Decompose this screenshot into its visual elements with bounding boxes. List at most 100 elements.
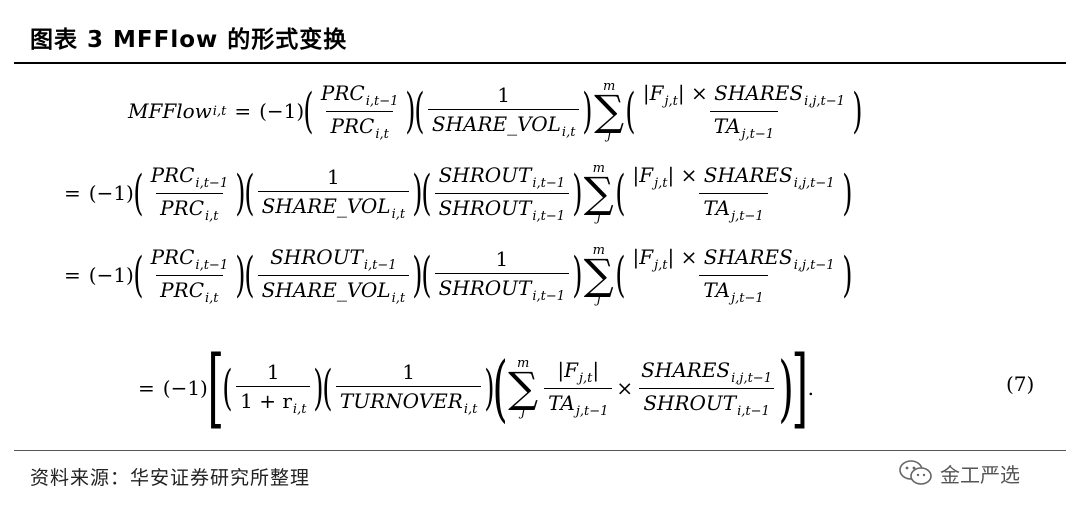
right-paren: ) bbox=[405, 83, 416, 139]
sum-upper: m bbox=[516, 356, 530, 372]
prc-sub: i,t bbox=[205, 290, 219, 306]
equation-line-4: = (−1) [ ( 1 1 + ri,t ) ( 1 TURNOVERi,t … bbox=[130, 345, 814, 431]
bottom-rule bbox=[14, 450, 1066, 451]
one: 1 bbox=[266, 359, 280, 384]
equation-line-2: = (−1) ( PRCi,t−1 PRCi,t ) ( 1 SHARE_VOL… bbox=[56, 150, 853, 236]
fraction-prc: PRCi,t−1 PRCi,t bbox=[147, 163, 233, 224]
sum-lower: j bbox=[596, 291, 601, 307]
left-paren: ( bbox=[244, 165, 255, 221]
right-paren: ) bbox=[484, 360, 495, 416]
fraction-shrout-ratio: SHROUTi,t−1 SHROUTi,t−1 bbox=[434, 163, 570, 224]
sum-lower: j bbox=[521, 404, 526, 420]
one: 1 bbox=[402, 359, 415, 384]
summation: m ∑ j bbox=[584, 162, 614, 224]
ta-symbol: TA bbox=[703, 277, 731, 302]
prc-sub: i,t bbox=[375, 126, 389, 142]
equals-sign: = bbox=[64, 181, 81, 205]
right-paren: ) bbox=[235, 247, 246, 303]
right-paren: ) bbox=[841, 165, 853, 221]
shares-symbol: SHARES bbox=[641, 357, 731, 382]
abs-f: |F bbox=[632, 162, 654, 187]
share-vol-symbol: SHARE_VOL bbox=[431, 111, 561, 136]
equals-sign: = bbox=[138, 376, 155, 400]
abs-close: | bbox=[677, 80, 685, 105]
times-sign: × bbox=[680, 244, 698, 269]
left-paren: ( bbox=[244, 247, 255, 303]
sum-upper: m bbox=[592, 243, 605, 259]
watermark: 金工严选 bbox=[898, 458, 1020, 488]
shrout-symbol: SHROUT bbox=[643, 390, 737, 415]
shrout-symbol: SHROUT bbox=[270, 244, 363, 269]
ta-sub: j,t−1 bbox=[731, 208, 764, 224]
sum-lower: j bbox=[596, 209, 601, 225]
sigma-symbol: ∑ bbox=[594, 86, 625, 136]
fraction-inv-shrout: 1 SHROUTi,t−1 bbox=[434, 246, 570, 304]
fraction-prc: PRCi,t−1 PRCi,t bbox=[317, 81, 403, 142]
equation-line-3: = (−1) ( PRCi,t−1 PRCi,t ) ( SHROUTi,t−1… bbox=[56, 232, 853, 318]
turnover-symbol: TURNOVER bbox=[339, 388, 463, 413]
right-paren: ) bbox=[852, 83, 863, 139]
prc-sub-lag: i,t−1 bbox=[365, 93, 399, 109]
fraction-inv-return: 1 1 + ri,t bbox=[236, 359, 311, 417]
source-note: 资料来源：华安证券研究所整理 bbox=[30, 467, 311, 489]
shrout-sub: i,t−1 bbox=[532, 208, 566, 224]
one: 1 bbox=[495, 246, 509, 271]
lhs-subscript: i,t bbox=[212, 103, 227, 119]
summation: m ∑ j bbox=[584, 244, 614, 306]
abs-close: | bbox=[667, 162, 675, 187]
shrout-sub: i,t−1 bbox=[532, 288, 566, 304]
f-sub: j,t bbox=[664, 93, 678, 109]
sigma-symbol: ∑ bbox=[583, 168, 614, 218]
shares-symbol: SHARES bbox=[714, 80, 804, 105]
left-paren: ( bbox=[614, 165, 626, 221]
left-paren: ( bbox=[133, 247, 144, 303]
equation-number: (7) bbox=[1006, 372, 1035, 396]
period: . bbox=[807, 376, 814, 400]
fraction-holdings: |Fj,t| × SHARESi,j,t−1 TAj,t−1 bbox=[629, 163, 839, 224]
summation: m ∑ j bbox=[594, 80, 624, 142]
share-vol-symbol: SHARE_VOL bbox=[261, 193, 391, 218]
fraction-share-vol: 1 SHARE_VOLi,t bbox=[257, 165, 410, 222]
watermark-text: 金工严选 bbox=[940, 462, 1020, 487]
left-paren: ( bbox=[133, 165, 144, 221]
right-bracket: ] bbox=[791, 338, 809, 438]
ta-symbol: TA bbox=[713, 113, 741, 138]
fraction-prc: PRCi,t−1 PRCi,t bbox=[147, 245, 233, 306]
sigma-symbol: ∑ bbox=[583, 250, 614, 300]
left-bracket: [ bbox=[207, 338, 225, 438]
left-big-paren: ( bbox=[492, 346, 508, 430]
prc-sub-lag: i,t−1 bbox=[195, 257, 229, 273]
fraction-holdings: |Fj,t| × SHARESi,j,t−1 TAj,t−1 bbox=[639, 81, 849, 142]
r-sub: i,t bbox=[292, 401, 307, 417]
right-paren: ) bbox=[412, 247, 423, 303]
abs-f: |F bbox=[642, 80, 664, 105]
left-paren: ( bbox=[303, 83, 314, 139]
right-paren: ) bbox=[313, 360, 324, 416]
top-rule bbox=[14, 62, 1066, 64]
shrout-sub: i,t−1 bbox=[532, 175, 566, 191]
prc-symbol: PRC bbox=[150, 162, 195, 187]
fraction-holdings: |Fj,t| × SHARESi,j,t−1 TAj,t−1 bbox=[629, 245, 839, 306]
ta-sub: j,t−1 bbox=[731, 290, 764, 306]
ta-sub: j,t−1 bbox=[575, 403, 609, 419]
ta-sub: j,t−1 bbox=[741, 126, 775, 142]
abs-f: |F bbox=[557, 357, 579, 382]
fraction-shares-over-shrout: SHARESi,j,t−1 SHROUTi,t−1 bbox=[637, 358, 776, 419]
left-paren: ( bbox=[322, 360, 333, 416]
sum-upper: m bbox=[602, 79, 616, 95]
left-paren: ( bbox=[421, 165, 432, 221]
share-vol-sub: i,t bbox=[391, 206, 406, 222]
right-paren: ) bbox=[841, 247, 853, 303]
right-paren: ) bbox=[572, 165, 583, 221]
fraction-f-over-ta: |Fj,t| TAj,t−1 bbox=[544, 357, 613, 419]
prc-symbol: PRC bbox=[330, 113, 375, 138]
prc-symbol: PRC bbox=[160, 277, 204, 302]
ta-symbol: TA bbox=[548, 390, 575, 415]
wechat-icon bbox=[899, 460, 932, 485]
prc-symbol: PRC bbox=[320, 80, 365, 105]
right-paren: ) bbox=[582, 83, 593, 139]
neg-one: (−1) bbox=[259, 99, 305, 123]
equals-sign: = bbox=[234, 99, 252, 123]
shares-symbol: SHARES bbox=[703, 244, 793, 269]
